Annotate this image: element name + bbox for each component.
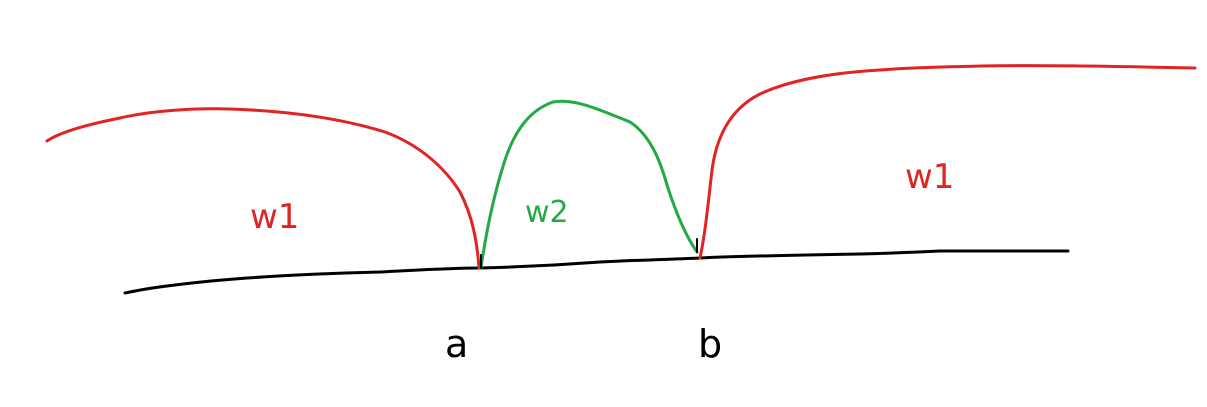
label-point-b: b bbox=[698, 322, 722, 366]
label-left-region-w1: w1 bbox=[250, 197, 299, 237]
label-right-region-w1: w1 bbox=[905, 157, 954, 197]
right-region-curve bbox=[698, 64, 1197, 260]
label-point-a: a bbox=[445, 322, 468, 366]
left-region-curve bbox=[45, 107, 481, 270]
baseline-curve bbox=[123, 249, 1070, 295]
middle-region-curve bbox=[479, 99, 699, 270]
label-middle-region-w2: w2 bbox=[525, 195, 569, 230]
